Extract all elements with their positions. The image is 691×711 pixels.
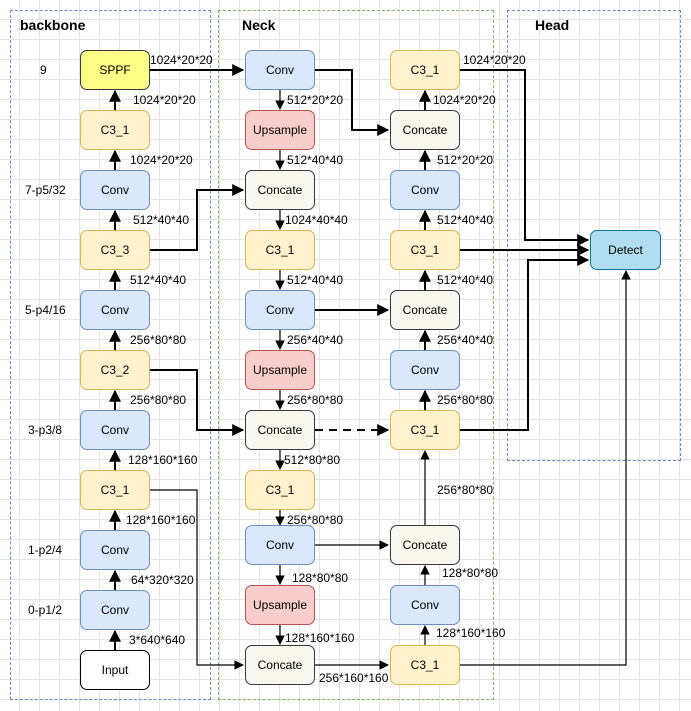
edge-label: 512*20*20 xyxy=(437,153,494,167)
edge-rc31bottom-detect xyxy=(460,270,631,666)
node-right-concat-top[interactable]: Concate xyxy=(390,110,460,150)
edge-nconv1-rconcat3 xyxy=(315,69,390,136)
backbone-title: backbone xyxy=(20,17,86,33)
node-neck-conv-1[interactable]: Conv xyxy=(245,50,315,90)
node-neck-concat-2[interactable]: Concate xyxy=(245,410,315,450)
edge-label: 1024*20*20 xyxy=(133,93,196,107)
edge-label: 1024*20*20 xyxy=(433,93,496,107)
layer-label-7: 7-p5/32 xyxy=(25,183,66,197)
edge-label: 256*80*80 xyxy=(287,513,344,527)
edge-label: 256*80*80 xyxy=(437,393,494,407)
node-right-conv-low[interactable]: Conv xyxy=(390,585,460,625)
layer-label-5: 5-p4/16 xyxy=(25,303,66,317)
layer-label-1: 1-p2/4 xyxy=(28,543,63,557)
edge-label: 128*160*160 xyxy=(436,626,506,640)
backbone-region xyxy=(10,10,211,700)
edge-label: 256*80*80 xyxy=(287,393,344,407)
neck-region xyxy=(218,10,494,700)
node-neck-c3-1-b[interactable]: C3_1 xyxy=(245,470,315,510)
head-title: Head xyxy=(535,17,570,33)
edge-label: 128*80*80 xyxy=(292,571,349,585)
edge-c32-concat2 xyxy=(150,369,245,436)
head-region xyxy=(507,10,681,461)
edge-c31-concat3 xyxy=(150,489,244,670)
edge-label: 256*160*160 xyxy=(319,671,389,685)
edge-label: 256*40*40 xyxy=(437,333,494,347)
edge-label: 1024*40*40 xyxy=(285,213,348,227)
layer-label-0: 0-p1/2 xyxy=(28,603,63,617)
node-right-c3-1-bottom[interactable]: C3_1 xyxy=(390,645,460,685)
node-right-conv-mid[interactable]: Conv xyxy=(390,350,460,390)
edge-label: 512*40*40 xyxy=(130,273,187,287)
node-neck-conv-2[interactable]: Conv xyxy=(245,290,315,330)
edge-label: 128*160*160 xyxy=(126,513,196,527)
node-conv-5[interactable]: Conv xyxy=(80,290,150,330)
edge-label: 256*80*80 xyxy=(437,483,494,497)
node-c3-3[interactable]: C3_3 xyxy=(80,230,150,270)
node-right-concat-mid[interactable]: Concate xyxy=(390,290,460,330)
layer-label-9: 9 xyxy=(40,63,47,77)
node-neck-upsample-2[interactable]: Upsample xyxy=(245,350,315,390)
edge-label: 512*40*40 xyxy=(133,213,190,227)
edge-label: 64*320*320 xyxy=(131,573,194,587)
edge-label: 1024*20*20 xyxy=(150,53,213,67)
layer-label-3: 3-p3/8 xyxy=(28,423,63,437)
node-conv-7[interactable]: Conv xyxy=(80,170,150,210)
edge-label: 128*160*160 xyxy=(285,631,355,645)
node-right-concat-low[interactable]: Concate xyxy=(390,525,460,565)
edge-label: 256*80*80 xyxy=(130,333,187,347)
node-right-c3-1-low[interactable]: C3_1 xyxy=(390,410,460,450)
node-neck-conv-3[interactable]: Conv xyxy=(245,525,315,565)
edge-label: 512*40*40 xyxy=(437,273,494,287)
node-c3-2[interactable]: C3_2 xyxy=(80,350,150,390)
edge-rc31low-detect xyxy=(460,254,590,431)
edge-rc31top-detect xyxy=(460,69,590,246)
edge-label: 3*640*640 xyxy=(129,633,186,647)
node-c3-1-backbone[interactable]: C3_1 xyxy=(80,470,150,510)
edge-label: 512*40*40 xyxy=(287,153,344,167)
edge-label: 512*40*40 xyxy=(437,213,494,227)
edge-label: 512*80*80 xyxy=(284,453,341,467)
node-neck-c3-1-a[interactable]: C3_1 xyxy=(245,230,315,270)
node-c3-1-backbone-top[interactable]: C3_1 xyxy=(80,110,150,150)
node-neck-concat-3[interactable]: Concate xyxy=(245,645,315,685)
node-detect[interactable]: Detect xyxy=(590,230,661,270)
node-sppf[interactable]: SPPF xyxy=(80,50,150,90)
edge-label: 128*80*80 xyxy=(442,566,499,580)
node-neck-upsample-1[interactable]: Upsample xyxy=(245,110,315,150)
node-conv-0[interactable]: Conv xyxy=(80,590,150,630)
node-neck-concat-1[interactable]: Concate xyxy=(245,170,315,210)
edge-label: 128*160*160 xyxy=(128,453,198,467)
edge-c33-concat1 xyxy=(150,184,245,251)
neck-title: Neck xyxy=(242,17,276,33)
edge-label: 512*40*40 xyxy=(287,273,344,287)
node-neck-upsample-3[interactable]: Upsample xyxy=(245,585,315,625)
node-conv-3[interactable]: Conv xyxy=(80,410,150,450)
node-input[interactable]: Input xyxy=(80,650,150,690)
edge-label: 256*80*80 xyxy=(130,393,187,407)
edge-label: 1024*20*20 xyxy=(130,153,193,167)
edge-label: 256*40*40 xyxy=(287,333,344,347)
edge-label: 512*20*20 xyxy=(287,93,344,107)
node-right-c3-1-top[interactable]: C3_1 xyxy=(390,50,460,90)
node-right-conv-top[interactable]: Conv xyxy=(390,170,460,210)
node-conv-1[interactable]: Conv xyxy=(80,530,150,570)
edge-label: 1024*20*20 xyxy=(463,53,526,67)
node-right-c3-1-mid[interactable]: C3_1 xyxy=(390,230,460,270)
